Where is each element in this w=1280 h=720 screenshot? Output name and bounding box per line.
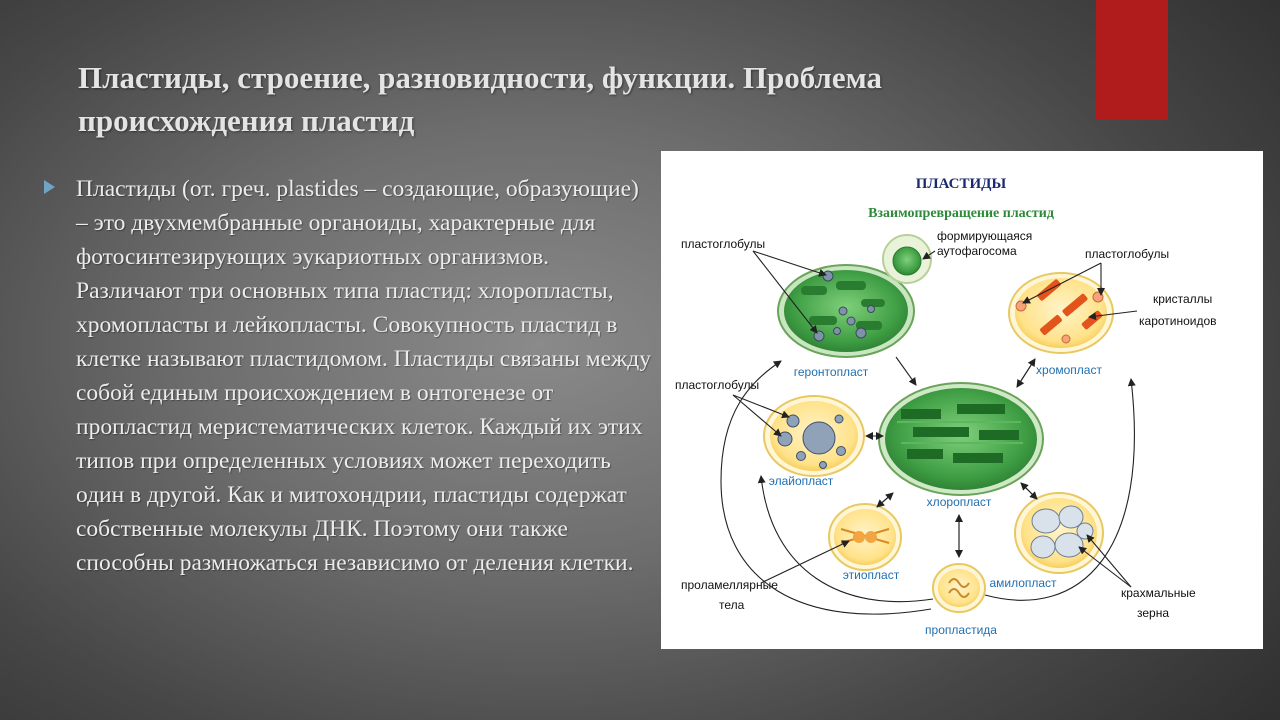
chromoplast — [1008, 272, 1114, 354]
plastids-diagram-svg: ПЛАСТИДЫ Взаимопревращение пластид герон… — [675, 176, 1217, 637]
diagram-title: ПЛАСТИДЫ — [916, 176, 1007, 192]
slide-title: Пластиды, строение, разновидности, функц… — [78, 60, 882, 138]
label-plastoglobules-tr: пластоглобулы — [1085, 247, 1169, 261]
accent-bar — [1096, 0, 1168, 120]
label-starch-2: зерна — [1137, 606, 1169, 620]
label-crystals-2: каротиноидов — [1139, 314, 1217, 328]
autophagosome — [882, 234, 932, 284]
amyloplast — [1014, 492, 1104, 574]
label-prolamellar-1: проламеллярные — [681, 578, 778, 592]
label-crystals-1: кристаллы — [1153, 292, 1212, 306]
label-starch-1: крахмальные — [1121, 586, 1196, 600]
diagram-subtitle: Взаимопревращение пластид — [868, 206, 1054, 221]
label-autophagosome-2: аутофагосома — [937, 244, 1017, 258]
label-chloroplast: хлоропласт — [927, 495, 992, 509]
elaioplast — [763, 395, 865, 477]
triangle-bullet-icon — [44, 180, 55, 194]
label-proplastid: пропластида — [925, 623, 997, 637]
label-plastoglobules-tl: пластоглобулы — [681, 237, 765, 251]
chloroplast — [878, 382, 1044, 496]
label-gerontoplast: геронтопласт — [794, 365, 869, 379]
label-amyloplast: амилопласт — [989, 576, 1057, 590]
label-etioplast: этиопласт — [843, 568, 900, 582]
label-autophagosome-1: формирующаяся — [937, 229, 1032, 243]
plastids-diagram: ПЛАСТИДЫ Взаимопревращение пластид герон… — [661, 151, 1263, 649]
label-prolamellar-2: тела — [719, 598, 745, 612]
etioplast — [828, 503, 902, 571]
label-plastoglobules-ml: пластоглобулы — [675, 378, 759, 392]
label-chromoplast: хромопласт — [1036, 363, 1102, 377]
slide-body-text: Пластиды (от. греч. plastides – создающи… — [76, 176, 651, 576]
label-elaioplast: элайопласт — [769, 474, 834, 488]
proplastid — [932, 563, 986, 613]
